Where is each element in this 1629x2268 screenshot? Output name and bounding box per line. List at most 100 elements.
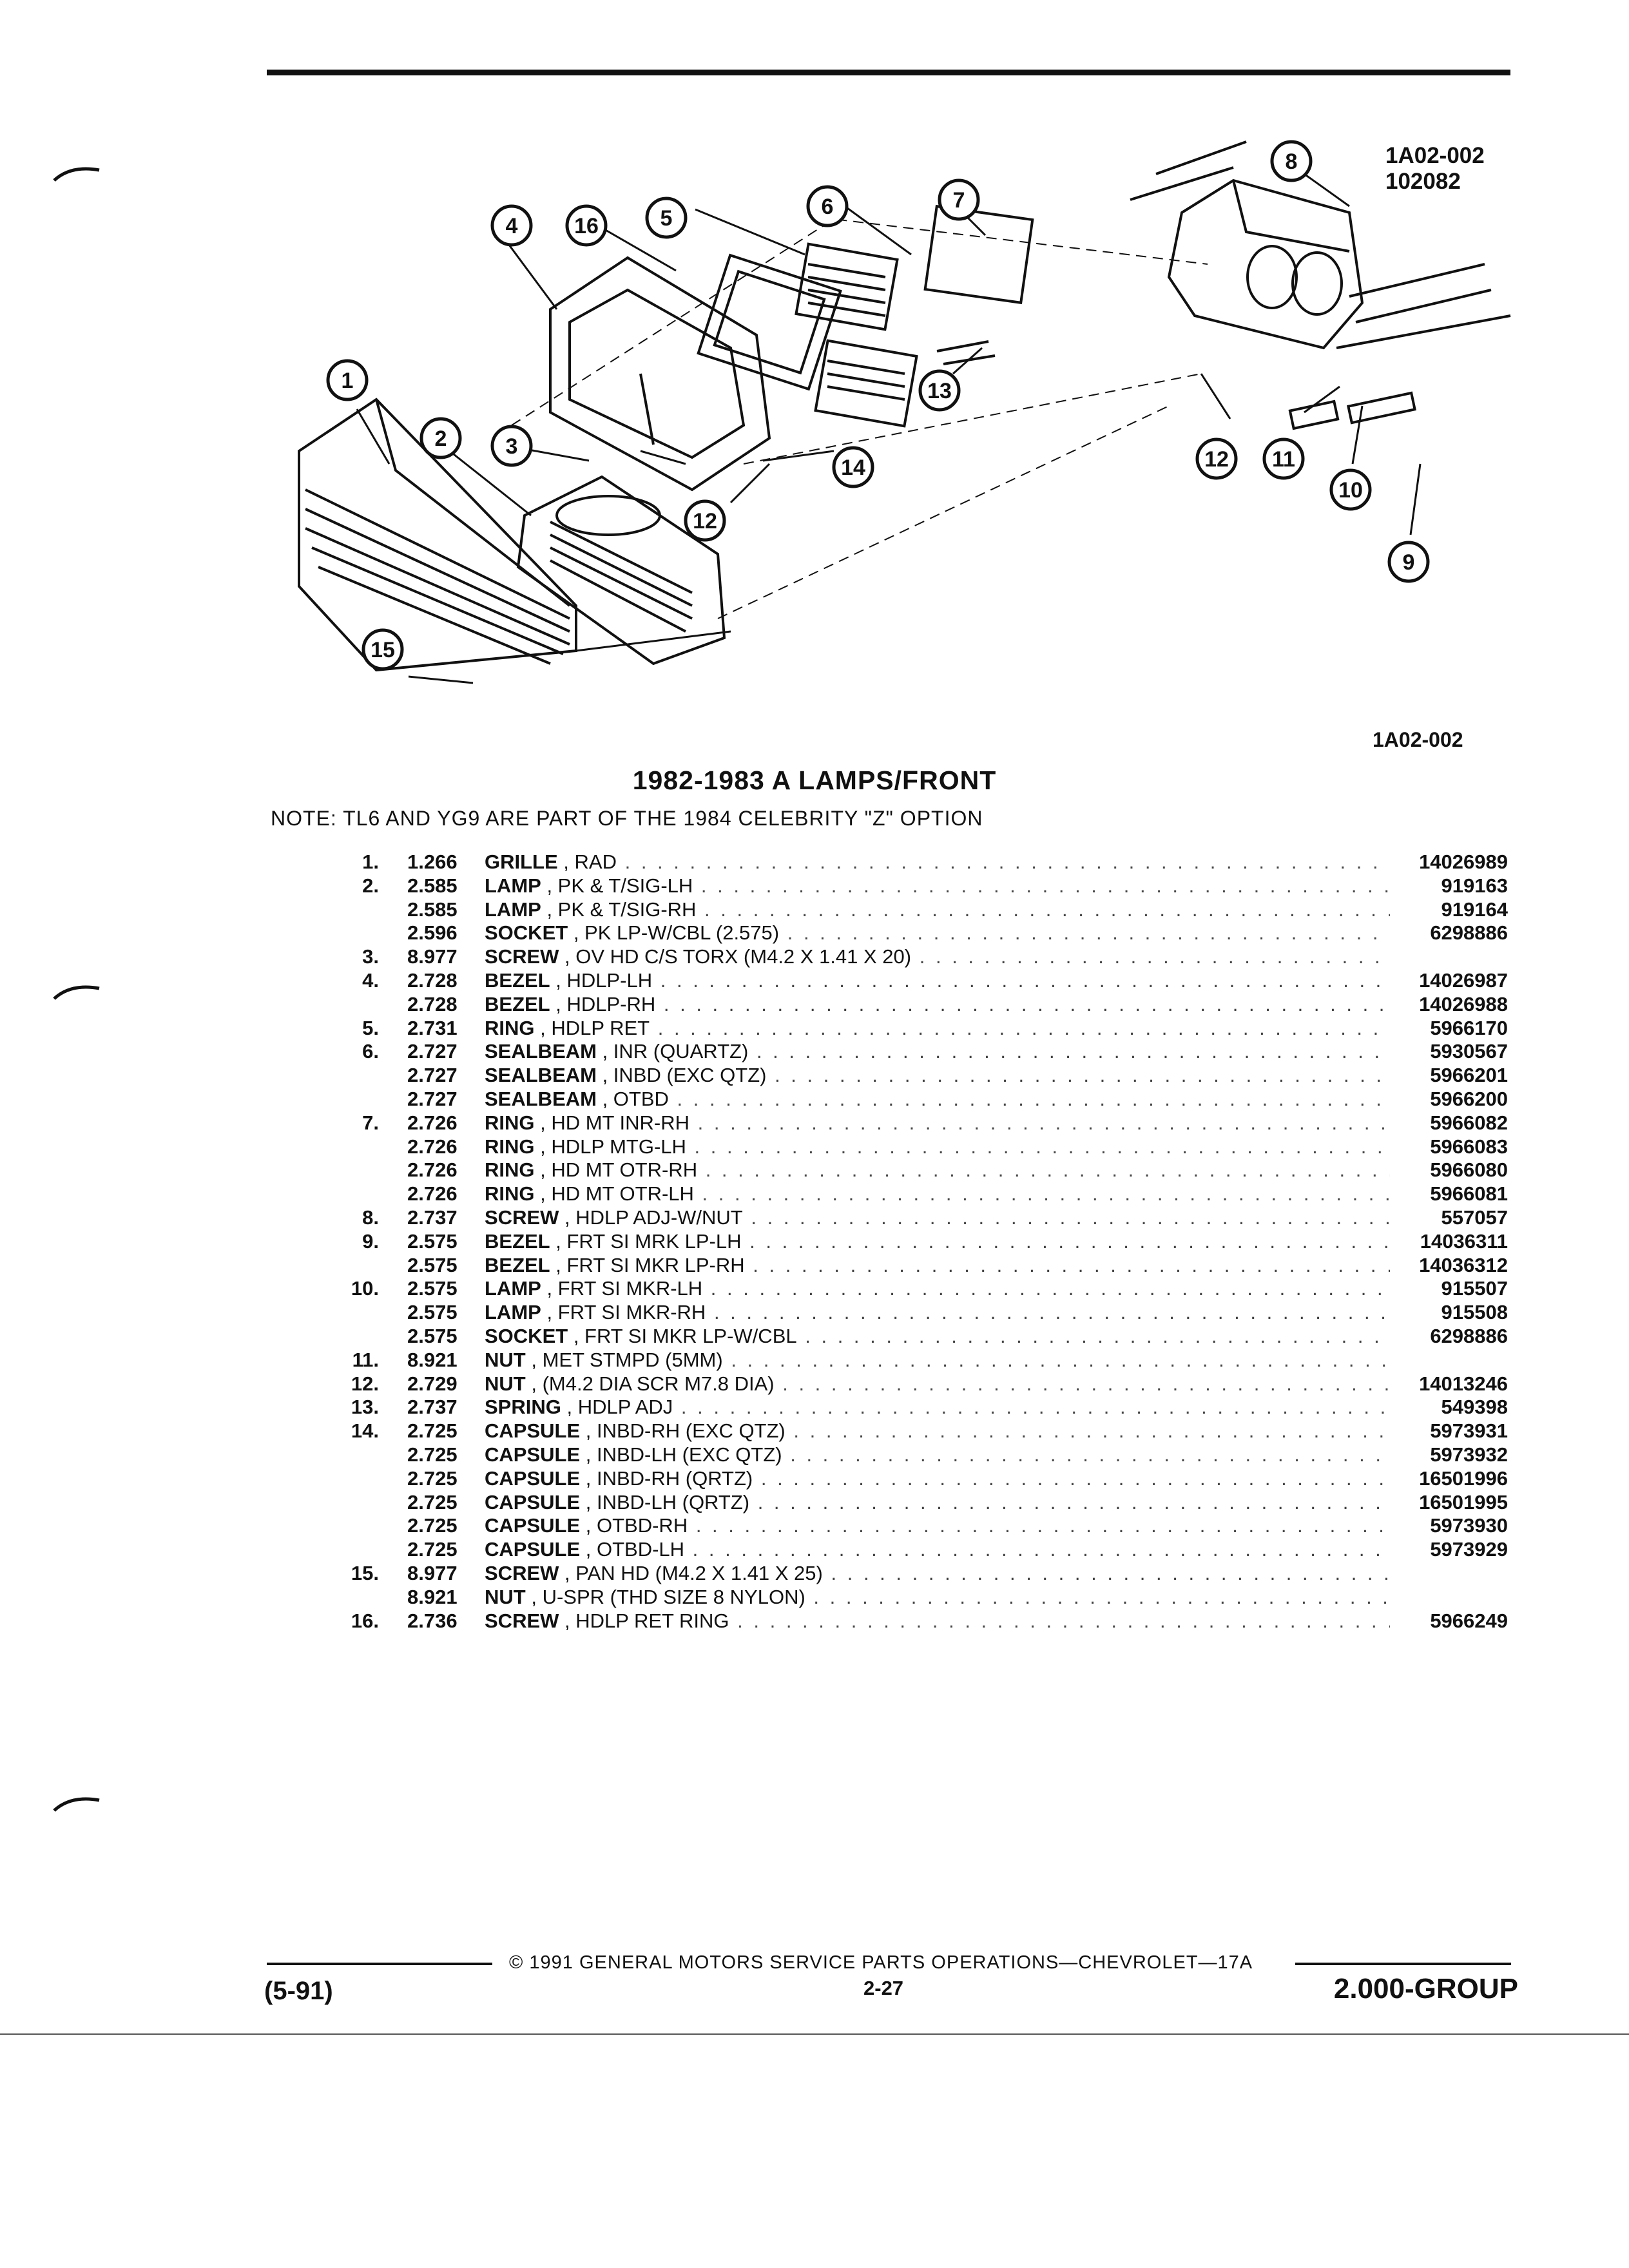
part-name: LAMP [485,874,541,897]
leader-dots: . . . . . . . . . . . . . . . . . . . . … [705,1158,1390,1182]
part-name: SCREW [485,1206,559,1229]
callout-12b: 12 [684,499,726,542]
part-name: SOCKET [485,1324,568,1347]
part-number: 5973930 [1430,1514,1508,1537]
part-description: BEZEL , HDLP-LH . . . . . . . . . . . . … [485,969,1390,993]
svg-text:3: 3 [506,434,518,459]
ref-number: 12. [351,1372,379,1395]
svg-text:9: 9 [1403,550,1415,575]
group-number: 2.727 [407,1064,458,1087]
part-number: 16501995 [1419,1490,1508,1514]
callout-5: 5 [645,197,688,239]
svg-text:4: 4 [506,214,518,238]
part-detail: , INR (QUARTZ) [602,1040,749,1063]
callout-16: 16 [565,204,608,247]
svg-text:12: 12 [1204,447,1229,472]
svg-text:13: 13 [927,379,952,403]
callouts: 1 2 3 4 5 6 7 8 9 10 11 12 12 13 14 15 1… [326,140,1430,671]
part-number: 16501996 [1419,1466,1508,1490]
ref-number: 11. [352,1348,379,1371]
part-detail: , HD MT INR-RH [540,1111,690,1134]
part-number: 549398 [1441,1396,1508,1419]
part-description: SOCKET , PK LP-W/CBL (2.575) . . . . . .… [485,921,1390,945]
part-detail: , OTBD-LH [585,1538,685,1561]
callout-12a: 12 [1195,437,1238,480]
leader-dots: . . . . . . . . . . . . . . . . . . . . … [813,1585,1390,1608]
part-name: BEZEL [485,1229,550,1253]
part-number: 5966201 [1430,1064,1508,1087]
part-detail: , MET STMPD (5MM) [531,1348,723,1371]
part-number: 5973932 [1430,1443,1508,1466]
part-description: SEALBEAM , OTBD . . . . . . . . . . . . … [485,1088,1390,1111]
part-detail: , OTBD [602,1087,669,1110]
group-number: 2.725 [407,1490,458,1514]
ref-number: 9. [362,1229,379,1253]
part-description: SCREW , PAN HD (M4.2 X 1.41 X 25) . . . … [485,1562,1390,1586]
part-description: BEZEL , HDLP-RH . . . . . . . . . . . . … [485,993,1390,1017]
part-description: RING , HDLP RET . . . . . . . . . . . . … [485,1017,1390,1041]
part-number: 5966082 [1430,1111,1508,1134]
part-description: CAPSULE , OTBD-RH . . . . . . . . . . . … [485,1514,1390,1538]
part-description: RING , HD MT OTR-RH . . . . . . . . . . … [485,1158,1390,1182]
leader-dots: . . . . . . . . . . . . . . . . . . . . … [692,1538,1390,1561]
group-number: 2.725 [407,1443,458,1466]
group-number: 2.575 [407,1324,458,1347]
group-number: 2.575 [407,1229,458,1253]
part-name: SCREW [485,1609,559,1632]
part-name: BEZEL [485,1253,550,1276]
part-name: NUT [485,1372,526,1395]
footer-rule-right [1295,1963,1511,1965]
svg-text:12: 12 [693,509,717,533]
part-detail: , FRT SI MRK LP-LH [555,1229,742,1253]
leader-dots: . . . . . . . . . . . . . . . . . . . . … [749,1229,1390,1253]
group-number: 2.736 [407,1609,458,1632]
group-number: 2.728 [407,968,458,992]
part-description: CAPSULE , INBD-LH (EXC QTZ) . . . . . . … [485,1443,1390,1467]
svg-text:8: 8 [1286,149,1298,174]
part-description: SPRING , HDLP ADJ . . . . . . . . . . . … [485,1396,1390,1419]
svg-text:11: 11 [1272,447,1295,472]
headlamp-bezel [549,256,771,492]
group-number: 8.977 [407,1561,458,1584]
callout-10: 10 [1329,468,1372,511]
group-number: 2.585 [407,898,458,921]
part-number: 5966200 [1430,1087,1508,1110]
park-lamp [516,475,726,666]
part-description: CAPSULE , INBD-RH (EXC QTZ) . . . . . . … [485,1419,1390,1443]
group-number: 2.726 [407,1158,458,1182]
leader-dots: . . . . . . . . . . . . . . . . . . . . … [775,1064,1390,1087]
parts-row: 9. 2.575 BEZEL , FRT SI MRK LP-LH . . . . … [322,1230,1508,1254]
part-description: BEZEL , FRT SI MKR LP-RH . . . . . . . .… [485,1254,1390,1278]
part-name: RING [485,1135,535,1158]
part-name: LAMP [485,1301,541,1324]
part-detail: , PK & T/SIG-LH [546,874,693,897]
part-name: NUT [485,1585,526,1608]
ref-number: 2. [362,874,379,897]
leader-dots: . . . . . . . . . . . . . . . . . . . . … [760,1466,1390,1490]
group-number: 2.728 [407,992,458,1015]
part-name: CAPSULE [485,1514,581,1537]
part-description: SCREW , HDLP RET RING . . . . . . . . . … [485,1610,1390,1633]
callout-7: 7 [938,178,980,221]
part-detail: , HDLP MTG-LH [540,1135,686,1158]
part-description: SEALBEAM , INR (QUARTZ) . . . . . . . . … [485,1040,1390,1064]
part-name: RING [485,1016,535,1039]
part-number: 919164 [1441,898,1508,921]
leader-dots: . . . . . . . . . . . . . . . . . . . . … [713,1301,1390,1324]
leader-dots: . . . . . . . . . . . . . . . . . . . . … [695,1514,1390,1537]
part-number: 5973929 [1430,1538,1508,1561]
figure-code-top: 1A02-002 [1385,143,1485,168]
group-number: 2.727 [407,1040,458,1063]
part-name: SEALBEAM [485,1087,597,1110]
group-number: 2.585 [407,874,458,897]
group-number: 8.977 [407,945,458,968]
part-name: SCREW [485,945,559,968]
